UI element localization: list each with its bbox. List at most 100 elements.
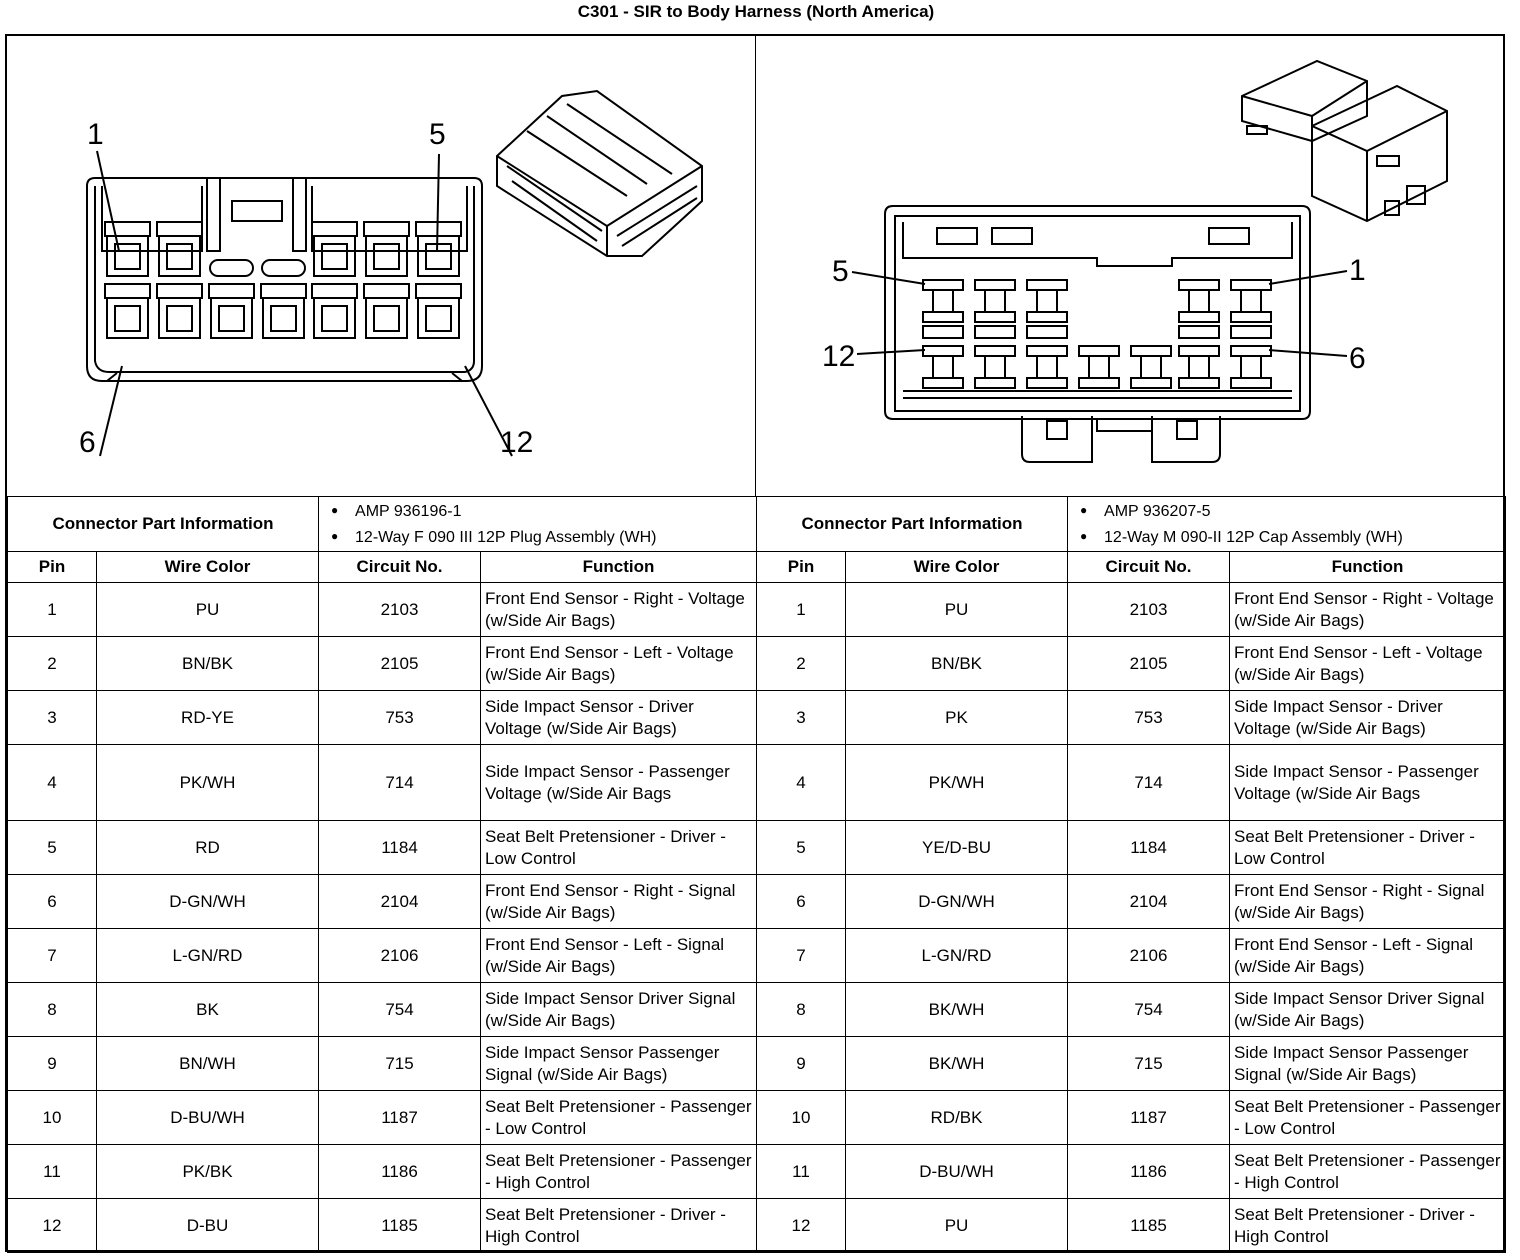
wire-color-cell: PK/WH <box>95 744 320 821</box>
left-pinout-table: Connector Part Information AMP 936196-1 … <box>6 496 758 1253</box>
pin-cell: 5 <box>756 820 846 875</box>
part-info-item: AMP 936196-1 <box>331 498 752 524</box>
column-header-circuit: Circuit No. <box>1067 551 1231 583</box>
column-header-function: Function <box>1229 551 1507 583</box>
wire-color-cell: BK/WH <box>844 982 1069 1037</box>
wire-color-cell: BK <box>95 982 320 1037</box>
function-cell: Seat Belt Pretensioner - Passenger - Low… <box>1229 1090 1507 1145</box>
circuit-cell: 1185 <box>1067 1198 1231 1253</box>
left-pin-label-6: 6 <box>79 426 96 459</box>
function-cell: Side Impact Sensor Passenger Signal (w/S… <box>480 1036 758 1091</box>
column-header-wire-color: Wire Color <box>95 551 320 583</box>
right-pin-label-6: 6 <box>1349 342 1366 375</box>
pin-cell: 12 <box>756 1198 846 1253</box>
circuit-cell: 1184 <box>318 820 482 875</box>
pin-cell: 6 <box>7 874 97 929</box>
connector-info-label: Connector Part Information <box>755 496 1069 552</box>
column-header-pin: Pin <box>756 551 846 583</box>
column-header-function: Function <box>480 551 758 583</box>
circuit-cell: 753 <box>1067 690 1231 745</box>
circuit-cell: 2105 <box>318 636 482 691</box>
column-header-circuit: Circuit No. <box>318 551 482 583</box>
wire-color-cell: BN/BK <box>95 636 320 691</box>
circuit-cell: 1186 <box>318 1144 482 1199</box>
function-cell: Front End Sensor - Left - Voltage (w/Sid… <box>1229 636 1507 691</box>
connector-info-row: Connector Part Information AMP 936196-1 … <box>6 496 758 552</box>
circuit-cell: 753 <box>318 690 482 745</box>
part-info-item: AMP 936207-5 <box>1080 498 1501 524</box>
pin-cell: 2 <box>7 636 97 691</box>
female-connector-diagram: 1 5 6 12 <box>7 36 755 496</box>
circuit-cell: 754 <box>318 982 482 1037</box>
function-cell: Side Impact Sensor Driver Signal (w/Side… <box>1229 982 1507 1037</box>
function-cell: Front End Sensor - Right - Voltage (w/Si… <box>480 582 758 637</box>
pin-cell: 1 <box>7 582 97 637</box>
pin-cell: 1 <box>756 582 846 637</box>
wire-color-cell: PU <box>844 582 1069 637</box>
function-cell: Front End Sensor - Left - Signal (w/Side… <box>480 928 758 983</box>
wire-color-cell: PU <box>95 582 320 637</box>
pin-cell: 10 <box>756 1090 846 1145</box>
pin-cell: 7 <box>7 928 97 983</box>
function-cell: Front End Sensor - Right - Signal (w/Sid… <box>1229 874 1507 929</box>
connector-info-label: Connector Part Information <box>6 496 320 552</box>
circuit-cell: 754 <box>1067 982 1231 1037</box>
connector-info-row: Connector Part Information AMP 936207-5 … <box>755 496 1507 552</box>
function-cell: Side Impact Sensor - Passenger Voltage (… <box>1229 744 1507 821</box>
male-connector-face-svg: 5 1 12 6 <box>822 59 1448 463</box>
circuit-cell: 715 <box>1067 1036 1231 1091</box>
circuit-cell: 1185 <box>318 1198 482 1253</box>
wire-color-cell: PK/WH <box>844 744 1069 821</box>
function-cell: Side Impact Sensor Passenger Signal (w/S… <box>1229 1036 1507 1091</box>
wire-color-cell: RD <box>95 820 320 875</box>
wire-color-cell: L-GN/RD <box>95 928 320 983</box>
pin-cell: 6 <box>756 874 846 929</box>
connector-part-info: AMP 936207-5 12-Way M 090-II 12P Cap Ass… <box>1067 496 1507 552</box>
column-header-wire-color: Wire Color <box>844 551 1069 583</box>
wire-color-cell: RD-YE <box>95 690 320 745</box>
wire-color-cell: PK <box>844 690 1069 745</box>
function-cell: Side Impact Sensor - Driver Voltage (w/S… <box>480 690 758 745</box>
function-cell: Seat Belt Pretensioner - Driver - Low Co… <box>1229 820 1507 875</box>
circuit-cell: 715 <box>318 1036 482 1091</box>
circuit-cell: 2106 <box>318 928 482 983</box>
pin-cell: 12 <box>7 1198 97 1253</box>
circuit-cell: 1187 <box>318 1090 482 1145</box>
female-connector-face-svg: 1 5 6 12 <box>79 89 703 459</box>
function-cell: Front End Sensor - Left - Voltage (w/Sid… <box>480 636 758 691</box>
left-pin-label-5: 5 <box>429 118 446 151</box>
left-pin-label-1: 1 <box>87 118 104 151</box>
pin-cell: 8 <box>7 982 97 1037</box>
wire-color-cell: D-BU/WH <box>95 1090 320 1145</box>
wire-color-cell: L-GN/RD <box>844 928 1069 983</box>
pin-cell: 4 <box>756 744 846 821</box>
function-cell: Front End Sensor - Left - Signal (w/Side… <box>1229 928 1507 983</box>
wire-color-cell: BK/WH <box>844 1036 1069 1091</box>
left-pin-label-12: 12 <box>500 426 533 459</box>
pin-cell: 7 <box>756 928 846 983</box>
wire-color-cell: PK/BK <box>95 1144 320 1199</box>
pin-cell: 11 <box>756 1144 846 1199</box>
wire-color-cell: D-GN/WH <box>95 874 320 929</box>
male-connector-iso-sketch <box>1241 59 1448 223</box>
